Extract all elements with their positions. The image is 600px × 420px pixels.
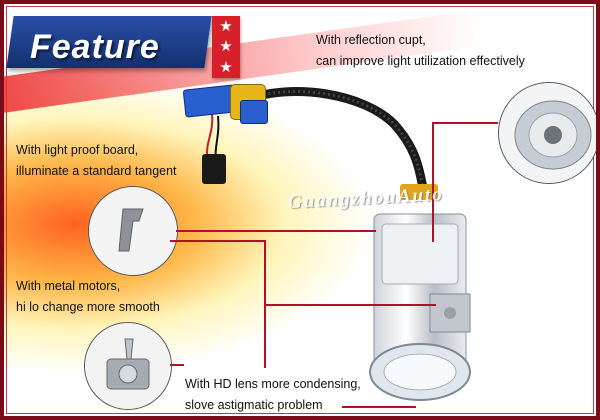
hd-lens-caption: With HD lens more condensing, slove asti… (185, 374, 361, 416)
motor-leader-line (266, 304, 436, 306)
reflection-cup-detail (498, 82, 596, 184)
light-proof-caption: With light proof board, illuminate a sta… (16, 140, 177, 182)
star-icon: ★ (219, 38, 233, 56)
light-proof-caption-line1: With light proof board, (16, 143, 139, 157)
light-proof-board-detail (88, 186, 178, 276)
rating-stars: ★ ★ ★ (212, 16, 240, 78)
black-plug (202, 154, 226, 184)
hd-lens-caption-line2: slove astigmatic problem (185, 398, 323, 412)
metal-motors-caption-line1: With metal motors, (16, 279, 121, 293)
metal-motor-detail (84, 322, 172, 410)
motor-leader-line (170, 240, 266, 242)
reflection-leader-line (432, 122, 498, 124)
reflection-caption-line2: can improve light utilization effectivel… (316, 54, 525, 68)
star-icon: ★ (219, 17, 233, 35)
reflection-caption-line1: With reflection cupt, (316, 33, 426, 47)
projector-lens-body (369, 213, 471, 401)
light-board-image (89, 187, 177, 275)
light-proof-leader-line (176, 230, 376, 232)
metal-motors-caption-line2: hi lo change more smooth (16, 300, 160, 314)
star-icon: ★ (219, 59, 233, 77)
reflector-image (499, 83, 596, 183)
motor-leader-line (264, 240, 266, 368)
metal-motors-caption: With metal motors, hi lo change more smo… (16, 276, 160, 318)
hd-lens-caption-line1: With HD lens more condensing, (185, 377, 361, 391)
reflection-leader-line (432, 122, 434, 242)
reflection-caption: With reflection cupt, can improve light … (316, 30, 525, 72)
motor-leader-line (170, 364, 184, 366)
lens-leader-line (342, 406, 416, 408)
feature-title: Feature (30, 28, 160, 66)
motor-image (85, 323, 171, 409)
light-proof-caption-line2: illuminate a standard tangent (16, 164, 177, 178)
bulb-base (400, 184, 438, 200)
blue-plug (240, 100, 268, 124)
